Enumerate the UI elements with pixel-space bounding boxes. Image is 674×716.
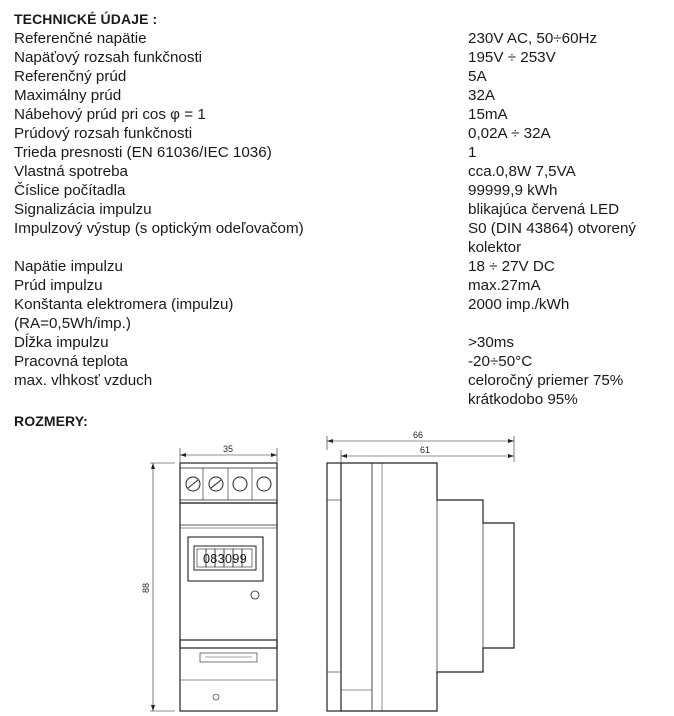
spec-label: Referenčné napätie bbox=[14, 30, 147, 47]
spec-label: Referenčný prúd bbox=[14, 68, 127, 85]
spec-row: Impulzový výstup (s optickým odeľovačom)… bbox=[0, 219, 674, 257]
spec-row: Trieda presnosti (EN 61036/IEC 1036) 1 bbox=[0, 143, 674, 162]
spec-label: Konštanta elektromera (impulzu) bbox=[14, 296, 234, 313]
spec-row: Pracovná teplota -20÷50°C bbox=[0, 352, 674, 371]
counter-digits bbox=[196, 548, 253, 568]
spec-label-continued: (RA=0,5Wh/imp.) bbox=[14, 315, 131, 332]
spec-value: 2000 imp./kWh bbox=[468, 296, 570, 313]
spec-row: Napätie impulzu 18 ÷ 27V DC bbox=[0, 257, 674, 276]
spec-label: Pracovná teplota bbox=[14, 353, 128, 370]
spec-row: Referenčný prúd 5A bbox=[0, 67, 674, 86]
dimensions-heading: ROZMERY: bbox=[14, 413, 88, 429]
dim-side-inner: 61 bbox=[420, 445, 430, 455]
dim-front-height: 88 bbox=[141, 583, 151, 593]
spec-label: Maximálny prúd bbox=[14, 87, 122, 104]
spec-value: 0,02A ÷ 32A bbox=[468, 125, 551, 142]
spec-label: Impulzový výstup (s optickým odeľovačom) bbox=[14, 220, 304, 237]
spec-row: Číslice počítadla 99999,9 kWh bbox=[0, 181, 674, 200]
spec-value: 5A bbox=[468, 68, 487, 85]
spec-value: celoročný priemer 75% bbox=[468, 372, 624, 389]
spec-value: 230V AC, 50÷60Hz bbox=[468, 30, 598, 47]
spec-value: S0 (DIN 43864) otvorený bbox=[468, 220, 636, 237]
spec-row: Signalizácia impulzu blikajúca červená LE… bbox=[0, 200, 674, 219]
side-view bbox=[326, 436, 515, 712]
spec-value: 32A bbox=[468, 87, 496, 104]
spec-value-continued: krátkodobo 95% bbox=[468, 391, 578, 408]
spec-label: Prúdový rozsah funkčnosti bbox=[14, 125, 193, 142]
spec-row: Napäťový rozsah funkčnosti 195V ÷ 253V bbox=[0, 48, 674, 67]
spec-row: Konštanta elektromera (impulzu) 2000 imp.… bbox=[0, 295, 674, 333]
counter-display-text: 083099 bbox=[203, 552, 247, 566]
spec-label: Vlastná spotreba bbox=[14, 163, 128, 180]
spec-label: Dĺžka impulzu bbox=[14, 334, 109, 351]
spec-row: Vlastná spotreba cca.0,8W 7,5VA bbox=[0, 162, 674, 181]
spec-value: cca.0,8W 7,5VA bbox=[468, 163, 576, 180]
spec-row: Prúdový rozsah funkčnosti 0,02A ÷ 32A bbox=[0, 124, 674, 143]
spec-value: 99999,9 kWh bbox=[468, 182, 558, 199]
spec-value: blikajúca červená LED bbox=[468, 201, 620, 218]
spec-label: Trieda presnosti (EN 61036/IEC 1036) bbox=[14, 144, 272, 161]
spec-label: Prúd impulzu bbox=[14, 277, 103, 294]
spec-row: Nábehový prúd pri cos φ = 1 15mA bbox=[0, 105, 674, 124]
dim-front-width: 35 bbox=[223, 444, 233, 454]
spec-row: max. vlhkosť vzduch celoročný priemer 75%… bbox=[0, 371, 674, 409]
spec-row: Dĺžka impulzu >30ms bbox=[0, 333, 674, 352]
spec-label: Signalizácia impulzu bbox=[14, 201, 152, 218]
spec-label: Napäťový rozsah funkčnosti bbox=[14, 49, 203, 66]
spec-label: Nábehový prúd pri cos φ = 1 bbox=[14, 106, 206, 123]
led-indicator bbox=[250, 590, 260, 600]
dim-side-total: 66 bbox=[413, 430, 423, 440]
spec-value: -20÷50°C bbox=[468, 353, 533, 370]
spec-label: max. vlhkosť vzduch bbox=[14, 372, 153, 389]
spec-value: max.27mA bbox=[468, 277, 541, 294]
spec-label: Napätie impulzu bbox=[14, 258, 123, 275]
spec-row: Maximálny prúd 32A bbox=[0, 86, 674, 105]
spec-value: 1 bbox=[468, 144, 477, 161]
spec-label: Číslice počítadla bbox=[14, 182, 126, 199]
spec-value: 18 ÷ 27V DC bbox=[468, 258, 555, 275]
technical-data-heading: TECHNICKÉ ÚDAJE : bbox=[14, 11, 158, 27]
spec-value-continued: kolektor bbox=[468, 239, 522, 256]
spec-row: Referenčné napätie 230V AC, 50÷60Hz bbox=[0, 29, 674, 48]
spec-row: Prúd impulzu max.27mA bbox=[0, 276, 674, 295]
spec-value: 195V ÷ 253V bbox=[468, 49, 556, 66]
front-view bbox=[150, 448, 278, 712]
spec-value: >30ms bbox=[468, 334, 515, 351]
spec-value: 15mA bbox=[468, 106, 508, 123]
